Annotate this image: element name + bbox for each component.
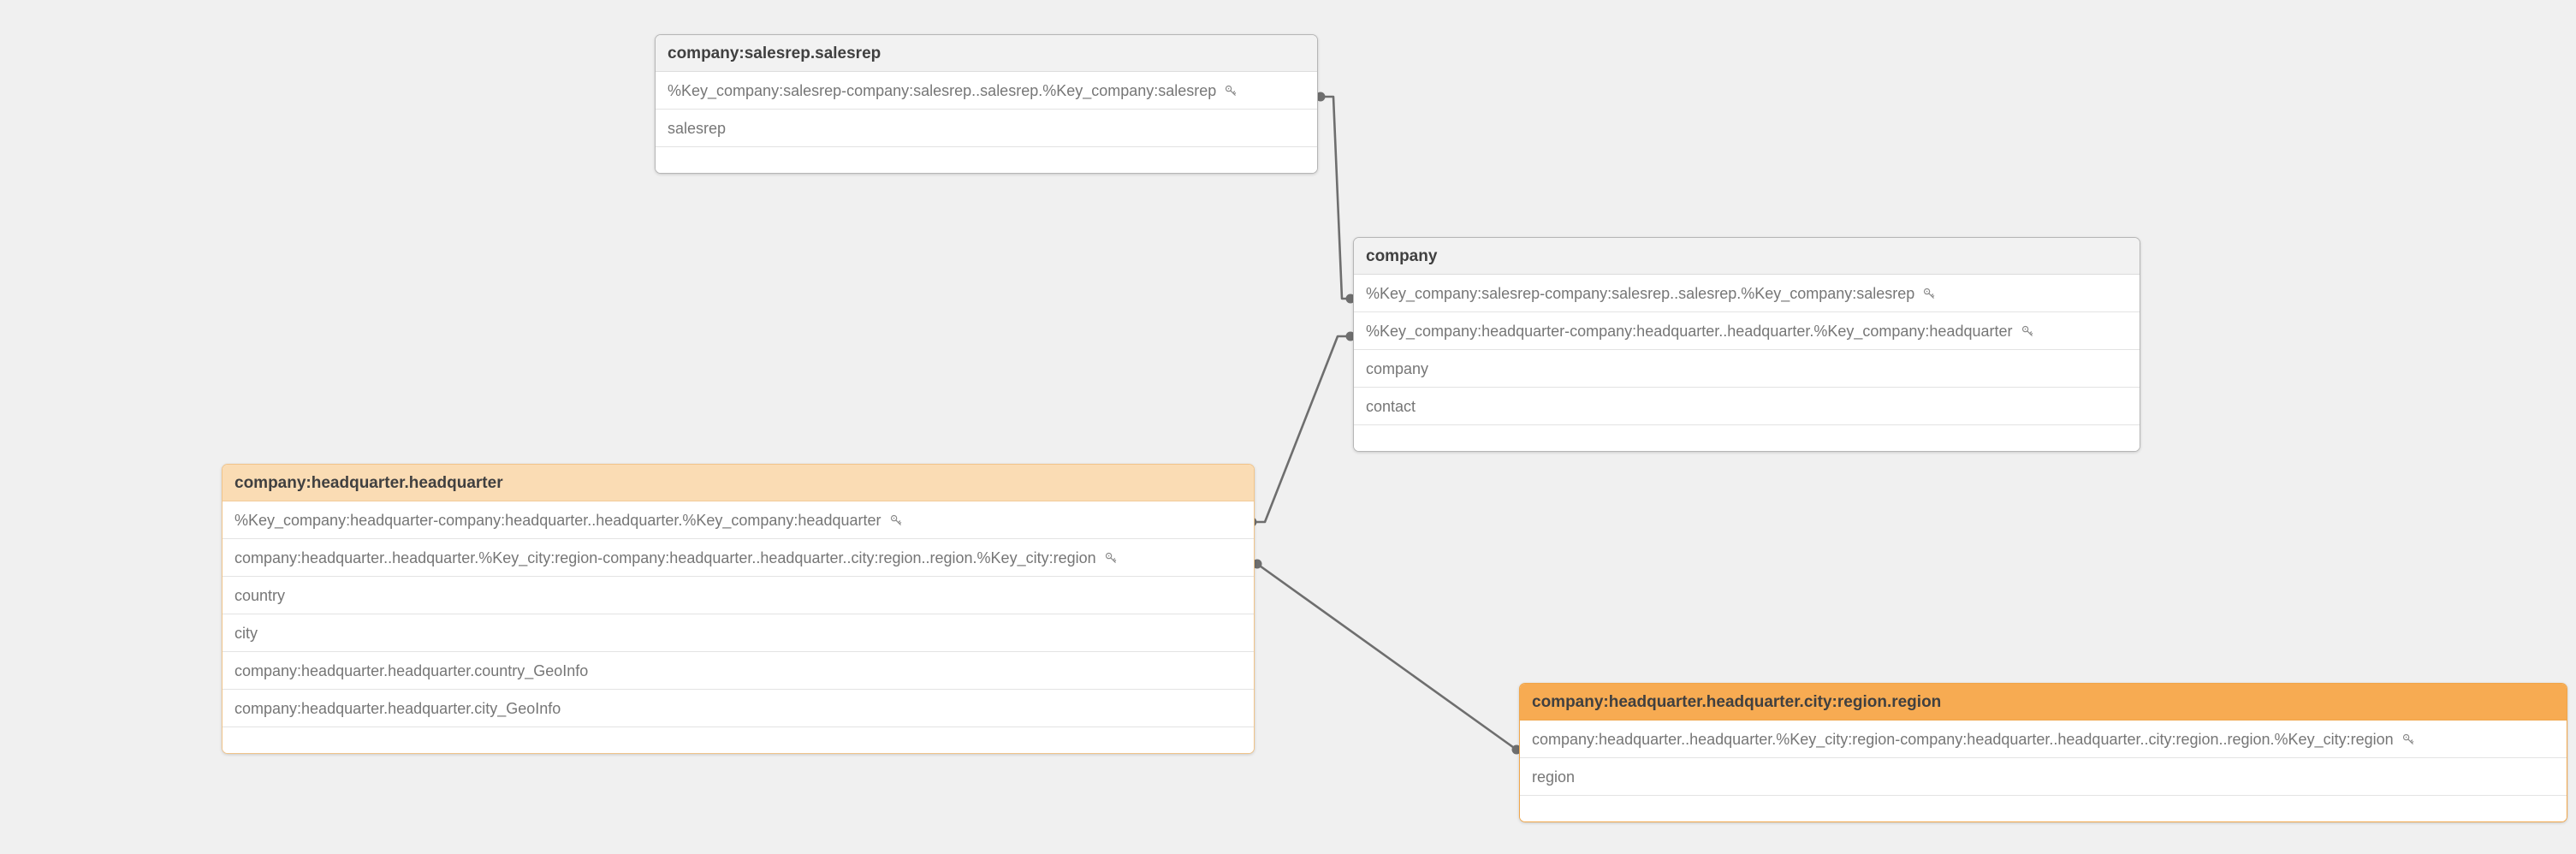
field-label: company:headquarter.headquarter.country_… [234, 661, 589, 679]
table-title-region[interactable]: company:headquarter.headquarter.city:reg… [1520, 684, 2567, 721]
table-row-spacer [1520, 796, 2567, 821]
connector-company-to-headquarter [1247, 331, 1356, 527]
table-row-key[interactable]: %Key_company:headquarter-company:headqua… [223, 501, 1254, 539]
table-row-key[interactable]: company:headquarter..headquarter.%Key_ci… [1520, 721, 2567, 758]
field-label: company:headquarter.headquarter.city_Geo… [234, 699, 561, 717]
table-row[interactable]: region [1520, 758, 2567, 796]
field-label: company:headquarter..headquarter.%Key_ci… [234, 549, 1096, 566]
key-icon [1224, 84, 1238, 98]
key-icon [2401, 732, 2416, 747]
table-row[interactable]: country [223, 577, 1254, 614]
table-row-spacer [223, 727, 1254, 753]
table-field-list-salesrep: %Key_company:salesrep-company:salesrep..… [656, 72, 1317, 173]
table-card-region[interactable]: company:headquarter.headquarter.city:reg… [1519, 683, 2567, 822]
field-label: company:headquarter..headquarter.%Key_ci… [1532, 730, 2394, 748]
field-label: salesrep [668, 119, 727, 137]
key-icon [2021, 324, 2035, 339]
table-row-key[interactable]: company:headquarter..headquarter.%Key_ci… [223, 539, 1254, 577]
table-row-spacer [656, 147, 1317, 173]
table-row[interactable]: company:headquarter.headquarter.country_… [223, 652, 1254, 690]
table-field-list-region: company:headquarter..headquarter.%Key_ci… [1520, 721, 2567, 821]
table-title-salesrep[interactable]: company:salesrep.salesrep [656, 35, 1317, 72]
key-icon [1922, 287, 1937, 301]
table-card-company[interactable]: company %Key_company:salesrep-company:sal… [1353, 237, 2140, 452]
table-row-key[interactable]: %Key_company:headquarter-company:headqua… [1354, 312, 2140, 350]
key-icon [1104, 551, 1119, 566]
connector-headquarter-to-region [1252, 559, 1522, 755]
table-row[interactable]: salesrep [656, 110, 1317, 147]
table-row[interactable]: company:headquarter.headquarter.city_Geo… [223, 690, 1254, 727]
field-label: %Key_company:headquarter-company:headqua… [1366, 322, 2013, 340]
key-icon [889, 513, 904, 528]
table-title-headquarter[interactable]: company:headquarter.headquarter [223, 465, 1254, 501]
field-label: %Key_company:headquarter-company:headqua… [234, 511, 881, 529]
field-label: country [234, 586, 286, 604]
table-row[interactable]: contact [1354, 388, 2140, 425]
field-label: region [1532, 768, 1576, 786]
table-row-spacer [1354, 425, 2140, 451]
field-label: %Key_company:salesrep-company:salesrep..… [1366, 284, 1915, 302]
table-row[interactable]: city [223, 614, 1254, 652]
field-label: company [1366, 359, 1429, 377]
table-field-list-company: %Key_company:salesrep-company:salesrep..… [1354, 275, 2140, 451]
table-card-headquarter[interactable]: company:headquarter.headquarter %Key_comp… [222, 464, 1255, 754]
field-label: city [234, 624, 258, 642]
connector-salesrep-to-company [1315, 92, 1356, 304]
field-label: %Key_company:salesrep-company:salesrep..… [668, 81, 1217, 99]
table-row-key[interactable]: %Key_company:salesrep-company:salesrep..… [656, 72, 1317, 110]
table-card-salesrep[interactable]: company:salesrep.salesrep %Key_company:sa… [655, 34, 1318, 174]
field-label: contact [1366, 397, 1416, 415]
table-row[interactable]: company [1354, 350, 2140, 388]
table-field-list-headquarter: %Key_company:headquarter-company:headqua… [223, 501, 1254, 753]
table-row-key[interactable]: %Key_company:salesrep-company:salesrep..… [1354, 275, 2140, 312]
table-title-company[interactable]: company [1354, 238, 2140, 275]
